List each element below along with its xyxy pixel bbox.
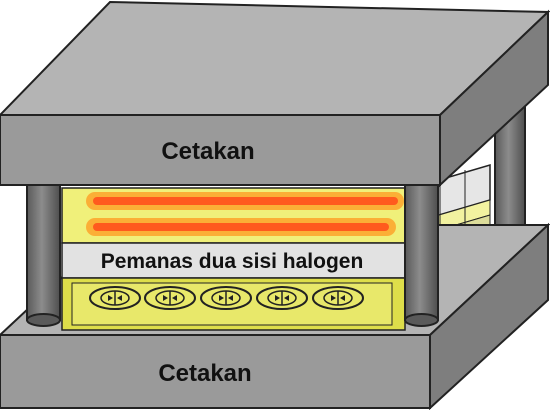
element-4 — [256, 286, 308, 310]
element-3 — [200, 286, 252, 310]
front-pillars — [26, 184, 439, 327]
halogen-lamp-1 — [86, 192, 404, 210]
heater-label: Pemanas dua sisi halogen — [101, 250, 364, 273]
workpiece-elements — [89, 286, 364, 310]
bottom-mold-front-face — [0, 334, 431, 409]
heater-label-band — [61, 242, 406, 279]
front-right-pillar — [404, 184, 439, 321]
element-1 — [89, 286, 141, 310]
halogen-lamp-2 — [86, 218, 396, 236]
element-2 — [144, 286, 196, 310]
top-mold: Cetakan — [0, 0, 550, 188]
top-mold-label: Cetakan — [161, 138, 254, 165]
element-5 — [312, 286, 364, 310]
top-mold-front-face — [0, 114, 441, 186]
bottom-mold-label: Cetakan — [158, 360, 251, 387]
front-left-pillar — [26, 184, 61, 321]
